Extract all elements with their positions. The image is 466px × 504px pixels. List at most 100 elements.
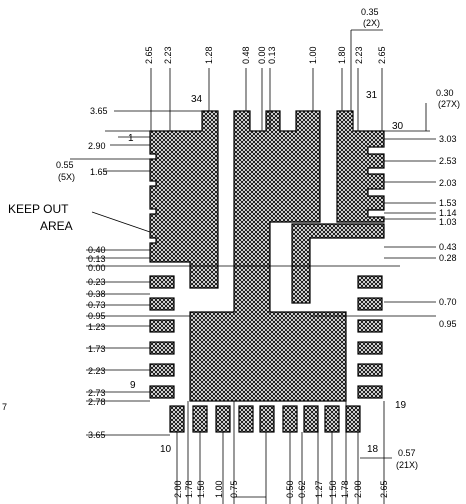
bottom-dim: 0.62 <box>297 480 307 498</box>
top-dim: 0.13 <box>267 46 277 64</box>
pad <box>324 405 340 433</box>
top-dimension-lines <box>150 29 383 131</box>
right-dim: 2.03 <box>439 178 457 188</box>
left-dim: 1.23 <box>88 322 106 332</box>
right-dimension-lines <box>310 138 436 317</box>
pad <box>149 319 175 333</box>
bottom-dim: 1.50 <box>196 480 206 498</box>
bottom-dim: 0.50 <box>285 480 295 498</box>
left-dim: 0.40 <box>88 245 106 255</box>
pad <box>149 385 175 399</box>
left-dim: 0.95 <box>88 311 106 321</box>
left-pad-column <box>149 275 175 399</box>
pad <box>149 363 175 377</box>
top-dim: 2.65 <box>377 46 387 64</box>
pin-label-1: 1 <box>128 133 134 144</box>
pin-label-19: 19 <box>395 400 407 411</box>
left-dim: 2.73 <box>88 388 106 398</box>
top-dim: 2.23 <box>163 46 173 64</box>
pin-label-10: 10 <box>160 444 172 455</box>
top-dim: 2.23 <box>354 46 364 64</box>
left-dim: 1.65 <box>90 167 108 177</box>
top-dim: 1.00 <box>308 46 318 64</box>
bottom-dimension-lines <box>176 401 392 504</box>
pad <box>192 405 208 433</box>
left-dim: 3.65 <box>90 106 108 116</box>
left-dim: 0.38 <box>88 289 106 299</box>
pad <box>357 275 383 289</box>
pad <box>357 341 383 355</box>
pad <box>303 405 319 433</box>
right-dim: 1.53 <box>439 198 457 208</box>
bottom-pad-row <box>169 405 361 433</box>
pad <box>357 385 383 399</box>
pin-label-30: 30 <box>392 121 404 132</box>
right-dim: 1.03 <box>439 217 457 227</box>
bottom-dim: 1.50 <box>328 480 338 498</box>
pin-label-34: 34 <box>191 94 203 105</box>
bottom-dim: 0.75 <box>229 480 239 498</box>
left-dimensions: 3.65 2.90 1.65 0.40 0.13 0.00 0.23 0.38 … <box>56 106 108 440</box>
left-dim: 2.78 <box>88 397 106 407</box>
top-dim: 0.00 <box>257 46 267 64</box>
bottom-dimensions: 2.00 1.78 1.50 1.00 0.75 0.50 0.62 1.27 … <box>173 448 418 498</box>
pads <box>149 110 385 433</box>
keep-out-line2: AREA <box>40 219 73 233</box>
right-dim: 0.70 <box>439 297 457 307</box>
left-dim: 0.73 <box>88 300 106 310</box>
left-dim: 1.73 <box>88 344 106 354</box>
left-dim: 2.90 <box>88 141 106 151</box>
top-note-count: (2X) <box>363 18 380 28</box>
thermal-pad-top-left <box>149 110 219 289</box>
left-dimension-lines <box>70 110 400 436</box>
bottom-dim: 1.27 <box>314 480 324 498</box>
bottom-dim: 1.78 <box>184 480 194 498</box>
bottom-dim: 1.00 <box>214 480 224 498</box>
bottom-dim: 2.00 <box>353 480 363 498</box>
bottom-dim: 2.65 <box>379 480 389 498</box>
bottom-note-value: 0.57 <box>398 448 416 458</box>
edge-mark: 7 <box>2 402 7 412</box>
pad <box>149 297 175 311</box>
bottom-dim: 2.00 <box>173 480 183 498</box>
right-dim: 2.53 <box>439 156 457 166</box>
pad <box>238 405 254 433</box>
pad <box>282 405 298 433</box>
pad <box>259 405 275 433</box>
pin-label-31: 31 <box>366 90 378 101</box>
bottom-dim: 1.78 <box>340 480 350 498</box>
right-dim: 3.03 <box>439 134 457 144</box>
right-note-value: 0.30 <box>436 88 454 98</box>
left-dim: 0.23 <box>88 277 106 287</box>
left-note-count: (5X) <box>58 172 75 182</box>
thermal-pad-right-hook <box>291 223 385 304</box>
pin-labels: 1 9 10 18 19 30 31 34 <box>118 90 407 455</box>
right-dim: 0.43 <box>439 242 457 252</box>
thermal-pad-center <box>189 110 347 402</box>
keep-out-label: KEEP OUT AREA <box>8 202 73 233</box>
pad <box>357 297 383 311</box>
left-dim: 3.65 <box>88 430 106 440</box>
left-dim: 0.00 <box>88 263 106 273</box>
right-dimensions: 3.03 2.53 2.03 1.53 1.14 1.03 0.43 0.28 … <box>439 134 457 329</box>
top-dim: 1.28 <box>204 46 214 64</box>
keep-out-line1: KEEP OUT <box>8 202 69 216</box>
pad <box>169 405 185 433</box>
right-dim: 0.28 <box>439 253 457 263</box>
right-dim: 1.14 <box>439 208 457 218</box>
top-dim: 1.80 <box>337 46 347 64</box>
pad <box>215 405 231 433</box>
pad <box>357 319 383 333</box>
right-dim: 0.95 <box>439 319 457 329</box>
right-pad-column <box>357 275 383 399</box>
bottom-note-count: (21X) <box>396 460 418 470</box>
pin-label-9: 9 <box>130 380 136 391</box>
top-dim: 0.48 <box>241 46 251 64</box>
top-dimensions: 2.65 2.23 1.28 0.48 0.00 0.13 1.00 1.80 … <box>144 7 387 64</box>
left-note-value: 0.55 <box>56 160 74 170</box>
right-note: 0.30 (27X) <box>384 88 460 132</box>
pad <box>149 341 175 355</box>
top-note-value: 0.35 <box>361 7 379 17</box>
thermal-pad-top-right <box>336 110 385 223</box>
